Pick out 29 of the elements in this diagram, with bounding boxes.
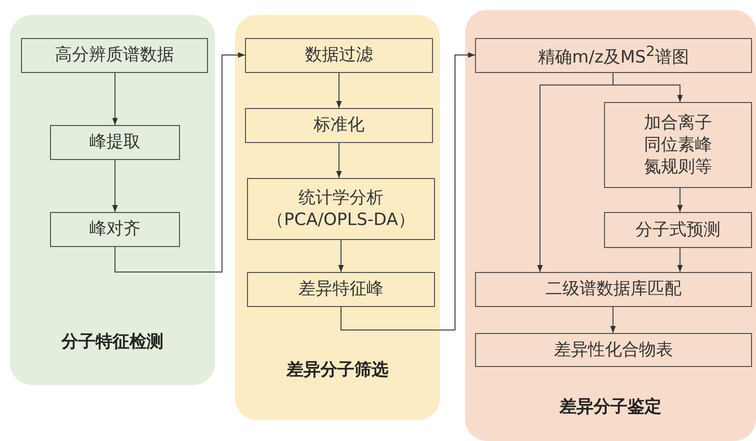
- process-box: 高分辨质谱数据: [21, 38, 208, 73]
- arrow: [677, 248, 683, 272]
- process-box: 分子式预测: [604, 212, 752, 248]
- process-box: 数据过滤: [245, 38, 433, 73]
- arrow: [677, 188, 683, 212]
- arrow: [610, 306, 616, 334]
- stage-panel: [235, 15, 440, 420]
- process-box: 峰提取: [50, 125, 180, 160]
- panel-title: 差异分子鉴定: [558, 396, 662, 418]
- arrow: [338, 240, 344, 272]
- stage-panel: [10, 15, 215, 385]
- arrow: [114, 52, 246, 272]
- arrow: [537, 72, 614, 272]
- panel-title: 分子特征检测: [60, 331, 164, 353]
- arrow: [112, 160, 118, 212]
- process-box: 峰对齐: [50, 212, 180, 247]
- stage-panel: [465, 10, 756, 441]
- process-box: 差异特征峰: [247, 272, 435, 307]
- process-box: 加合离子同位素峰氮规则等: [604, 102, 752, 188]
- process-box: 差异性化合物表: [475, 333, 752, 367]
- process-box: 精确m/z及MS$^{2}$谱图: [475, 38, 752, 73]
- arrow: [336, 72, 342, 108]
- arrow: [112, 72, 118, 126]
- process-box: 标准化: [245, 108, 433, 143]
- process-box: 统计学分析（PCA/OPLS-DA）: [247, 178, 435, 240]
- arrow: [336, 142, 342, 178]
- panel-title: 差异分子筛选: [285, 359, 390, 381]
- arrow: [340, 52, 476, 330]
- process-box: 二级谱数据库匹配: [475, 272, 752, 307]
